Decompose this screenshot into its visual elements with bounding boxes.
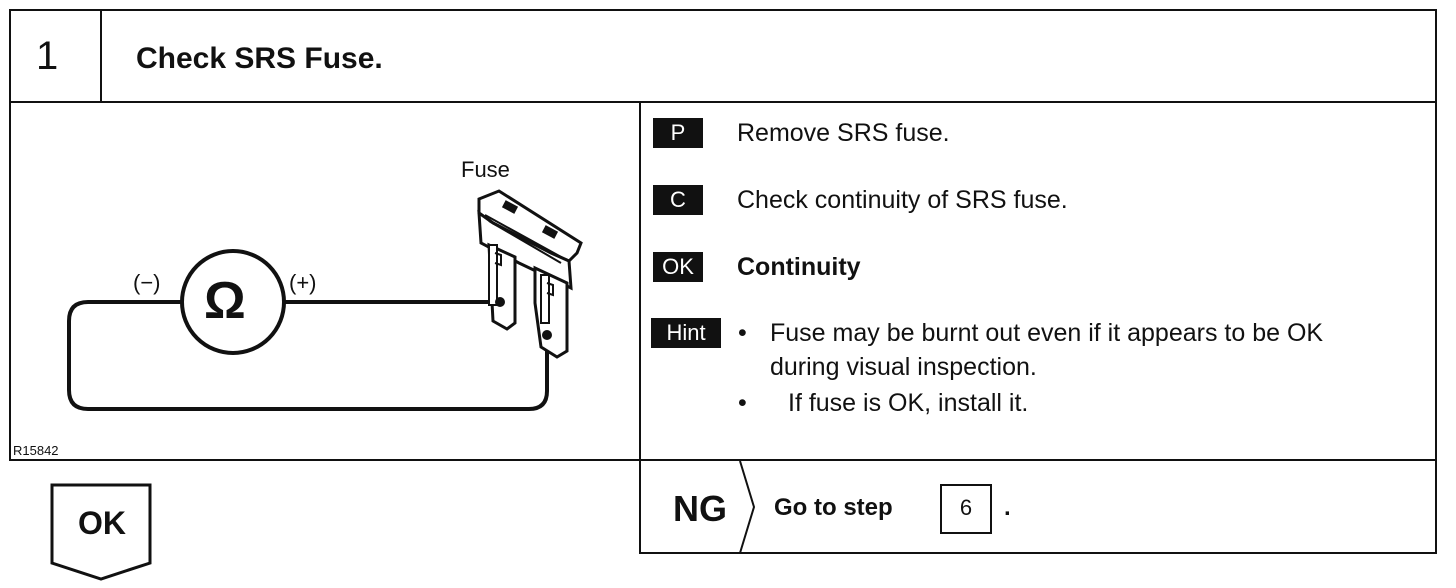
frame-right: [1435, 9, 1437, 554]
check-text: Check continuity of SRS fuse.: [737, 186, 1068, 214]
ok-arrow: OK: [50, 483, 154, 583]
hint-line-2: during visual inspection.: [770, 353, 1037, 381]
step-number: 1: [36, 34, 59, 78]
ng-label: NG: [673, 488, 727, 529]
ng-chevron: [738, 460, 758, 554]
body-bottom: [9, 459, 1437, 461]
ohm-symbol: Ω: [204, 272, 246, 330]
ng-box-bottom: [639, 552, 1437, 554]
circuit-diagram: Ω (−) (+) Fuse R15842: [11, 103, 639, 459]
procedure-badge: P: [653, 118, 703, 148]
ohmmeter-icon: [180, 249, 286, 355]
goto-step-box[interactable]: 6: [940, 484, 992, 534]
goto-period: .: [1004, 494, 1011, 521]
check-badge: C: [653, 185, 703, 215]
procedure-text: Remove SRS fuse.: [737, 119, 950, 147]
frame-top: [9, 9, 1437, 11]
hint-badge: Hint: [651, 318, 721, 348]
hint-line-3: If fuse is OK, install it.: [788, 389, 1029, 417]
step-title: Check SRS Fuse.: [136, 42, 383, 75]
plus-terminal-label: (+): [289, 270, 317, 295]
ok-criteria-text: Continuity: [737, 253, 861, 281]
step-number-divider: [100, 9, 102, 102]
fuse-icon: [477, 189, 583, 359]
header-divider: [9, 101, 1437, 103]
ok-arrow-shape: [50, 483, 152, 581]
ok-badge: OK: [653, 252, 703, 282]
goto-text: Go to step: [774, 494, 893, 521]
hint-bullet-2: •: [738, 389, 747, 417]
figure-id: R15842: [13, 443, 59, 458]
fuse-label: Fuse: [461, 157, 510, 182]
frame-left: [9, 9, 11, 461]
hint-bullet-1: •: [738, 319, 747, 347]
body-column-divider: [639, 101, 641, 554]
hint-line-1: Fuse may be burnt out even if it appears…: [770, 319, 1324, 347]
minus-terminal-label: (−): [133, 270, 161, 295]
ng-chevron-shape: [739, 460, 756, 554]
circuit-svg: [67, 189, 583, 411]
wire-lower: [67, 300, 549, 411]
ok-arrow-label: OK: [78, 505, 126, 541]
